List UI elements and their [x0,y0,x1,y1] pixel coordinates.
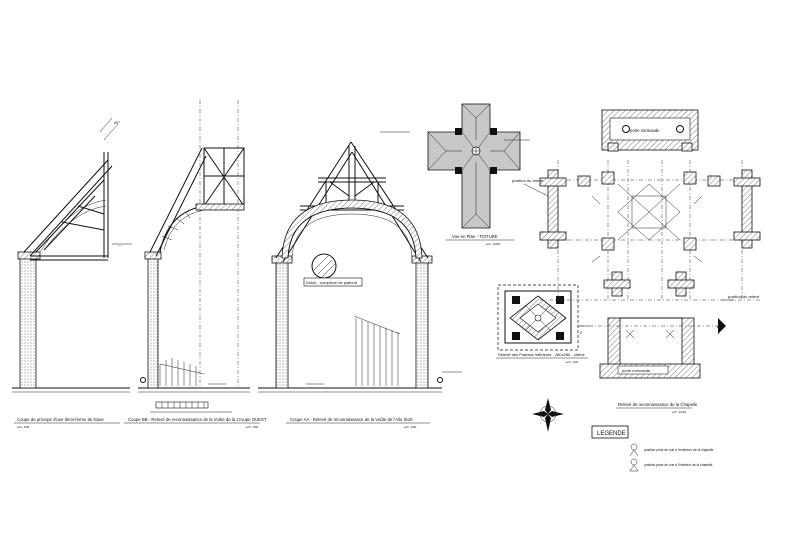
legend-item-2: position prise de vue à l'intérieur de l… [644,463,713,467]
caption-2-title: Coupe BB - Relevé de reconnaissance de l… [128,417,267,422]
section-noue-half-truss: 45° — [12,117,132,393]
position-releve-right: position du relevé [728,294,760,299]
height-note-1: — [118,243,122,247]
caption-section-1: Coupe de principe d'une demi-ferme de No… [14,417,120,429]
roof-plan-scale: ech. 1/200 [486,242,500,246]
section-mark-a: A [717,324,721,330]
legend-camera-inside-icon [629,458,639,472]
position-releve-left: position du relevé [512,178,544,183]
caption-1-scale: ech. 1/50 [17,425,30,429]
legend: LEGENDE position prise de vue à l'extéri… [591,425,714,472]
posts-section-mark: Z [580,331,583,335]
caption-2-scale: ech. 1/50 [246,425,259,429]
caption-section-3: Coupe AA - Relevé de reconnaissance de l… [286,417,430,429]
caption-3-title: Coupe AA - Relevé de reconnaissance de l… [290,417,413,422]
north-arrow [532,398,564,432]
section-aa-south-wing: Doloir - complexe de plafond [258,131,462,393]
legend-title: LEGENDE [597,431,626,437]
porte-top-label: porte normande [630,128,660,133]
caption-roof-plan: Vue en Plan - TOITURE ech. 1/200 [446,234,514,246]
porte-bottom-label: porte normande [622,368,651,373]
roof-plan-title: Vue en Plan - TOITURE [452,234,498,239]
posts-detail: Z [497,284,590,351]
posts-scale: ech. 1/20 [566,360,579,364]
chapel-scale: ech. 1/100 [672,410,686,414]
posts-title: Relevé des Poteaux inférieurs - 280x280 … [498,352,585,357]
slope-note-1: 45° [114,120,120,125]
chapel-title: Relevé de reconnaissance de la Chapelle [618,402,698,407]
caption-1-title: Coupe de principe d'une demi-ferme de No… [17,417,104,422]
caption-3-scale: ech. 1/50 [404,425,417,429]
caption-section-2: Coupe BB - Relevé de reconnaissance de l… [124,417,267,429]
roof-plan-cross [427,103,530,229]
caption-chapel: Relevé de reconnaissance de la Chapelle … [616,402,698,414]
detail-label: Doloir - complexe de plafond [306,280,357,285]
caption-posts: Relevé des Poteaux inférieurs - 280x280 … [496,352,588,364]
section-bb-west-hip [138,100,250,413]
chapel-plan: porte normande [512,109,761,379]
legend-item-1: position prise de vue à l'extérieur de l… [644,448,714,452]
legend-camera-outside-icon [629,443,639,457]
